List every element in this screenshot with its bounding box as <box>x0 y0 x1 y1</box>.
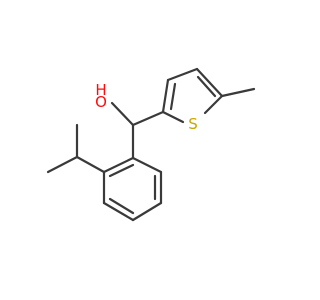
molecule-diagram: H O S <box>46 67 256 222</box>
bond-group <box>46 67 256 222</box>
hydrogen-label: H <box>95 81 106 99</box>
bond-carbinol-thiophene <box>131 110 165 127</box>
bond-ar6-ar1 <box>102 156 135 174</box>
bond-c5-s <box>203 94 224 115</box>
bond-carbinol-oxygen <box>110 101 135 127</box>
bond-ar4-ar5 <box>102 201 135 222</box>
bond-c5-methyl <box>220 87 256 98</box>
bond-s-c2 <box>161 110 185 124</box>
bond-ar1-ar2 <box>131 156 163 174</box>
bond-ar6-isopropyl <box>75 155 106 174</box>
bond-isopropyl-methyl-left <box>46 155 79 174</box>
sulfur-label: S <box>188 115 198 133</box>
bond-c4-c5-inner <box>196 75 217 98</box>
bond-c3-c4 <box>166 67 199 82</box>
bond-c2-c3 <box>161 78 170 114</box>
bond-ar3-ar4 <box>131 201 163 222</box>
bond-c4-c5 <box>195 67 224 98</box>
oxygen-label: O <box>95 93 107 111</box>
atom-label-group: H O S <box>95 81 198 133</box>
bond-ar6-ar1-inner <box>108 163 135 178</box>
bond-ar4-ar5-inner <box>108 197 135 215</box>
bond-c2-c3-inner <box>169 82 177 111</box>
